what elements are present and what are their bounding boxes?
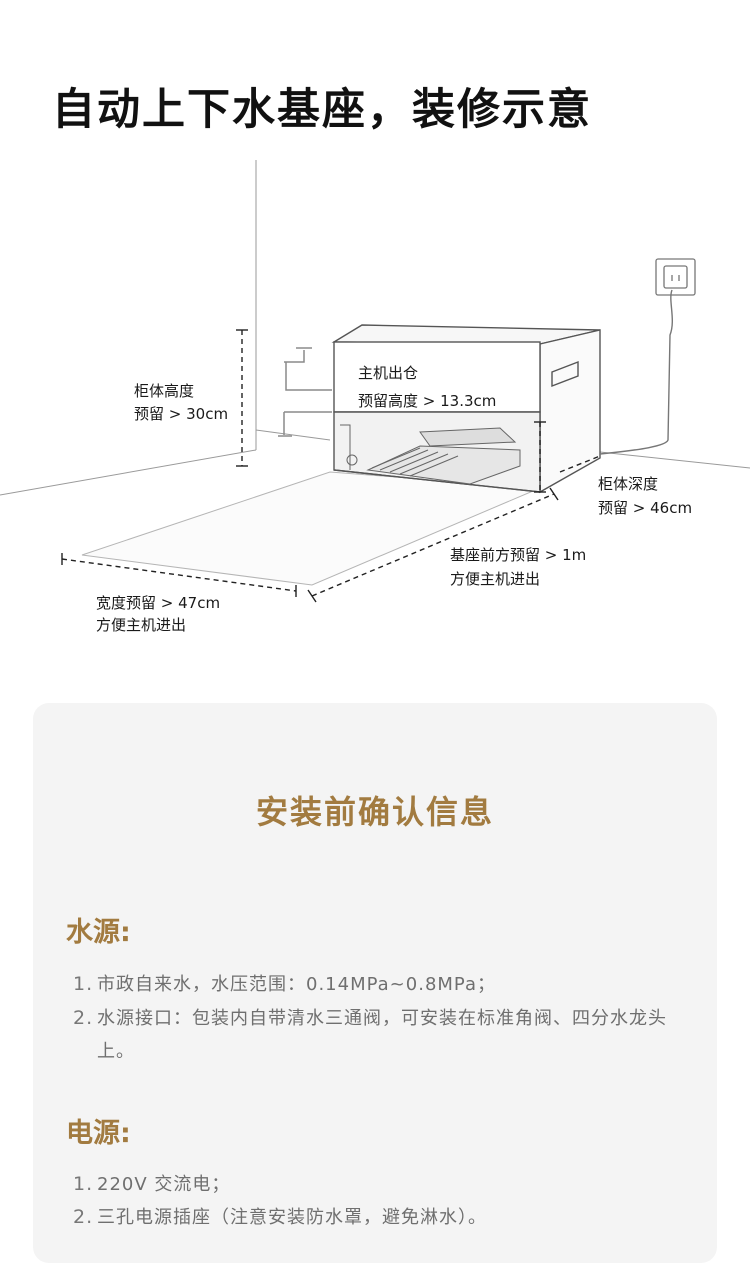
wall-floor-line — [255, 429, 331, 441]
power-outlet-icon — [655, 258, 696, 296]
power-item-2-num: 2. — [73, 1206, 94, 1228]
power-item-1-text: 220V 交流电； — [97, 1174, 231, 1195]
base-station-internals — [340, 424, 521, 485]
power-cord — [599, 289, 673, 455]
floor-right-line — [599, 451, 750, 469]
label-width-line2: 方便主机进出 — [96, 616, 186, 634]
card-title: 安装前确认信息 — [255, 793, 494, 831]
label-height-line2: 预留 > 30cm — [134, 405, 228, 423]
label-depth-line2: 预留 > 46cm — [598, 499, 692, 517]
floor-left-line — [0, 449, 257, 496]
label-front-line1: 基座前方预留 > 1m — [450, 546, 586, 564]
install-info-card: 安装前确认信息 水源: 1. 市政自来水，水压范围：0.14MPa~0.8MPa… — [33, 703, 717, 1263]
page-title: 自动上下水基座，装修示意 — [52, 85, 592, 135]
dimension-lines — [61, 329, 601, 603]
water-item-2: 2. 水源接口：包装内自带清水三通阀，可安装在标准角阀、四分水龙头上。 — [73, 1002, 673, 1068]
label-front-line2: 方便主机进出 — [450, 570, 540, 588]
water-item-1-num: 1. — [73, 973, 94, 995]
power-item-2-text: 三孔电源插座（注意安装防水罩，避免淋水）。 — [97, 1207, 487, 1228]
power-item-1-num: 1. — [73, 1173, 94, 1195]
water-tap-icon — [278, 347, 332, 437]
installation-diagram: 主机出仓 预留高度 > 13.3cm 柜体高度 预留 > 30cm 柜体深度 预… — [0, 160, 750, 634]
power-heading: 电源: — [66, 1118, 131, 1149]
water-item-2-text: 水源接口：包装内自带清水三通阀，可安装在标准角阀、四分水龙头上。 — [97, 1008, 667, 1062]
label-height-line1: 柜体高度 — [134, 382, 194, 400]
label-exit-line2: 预留高度 > 13.3cm — [358, 392, 496, 410]
cabinet-handle-icon — [551, 360, 579, 388]
water-heading: 水源: — [66, 917, 131, 948]
power-item-1: 1. 220V 交流电； — [73, 1168, 673, 1201]
water-item-2-num: 2. — [73, 1007, 94, 1029]
label-depth-line1: 柜体深度 — [598, 475, 658, 493]
label-width-line1: 宽度预留 > 47cm — [96, 594, 220, 612]
water-item-1-text: 市政自来水，水压范围：0.14MPa~0.8MPa； — [97, 974, 496, 995]
label-exit-line1: 主机出仓 — [358, 364, 418, 382]
power-item-2: 2. 三孔电源插座（注意安装防水罩，避免淋水）。 — [73, 1201, 673, 1234]
water-item-1: 1. 市政自来水，水压范围：0.14MPa~0.8MPa； — [73, 968, 673, 1001]
